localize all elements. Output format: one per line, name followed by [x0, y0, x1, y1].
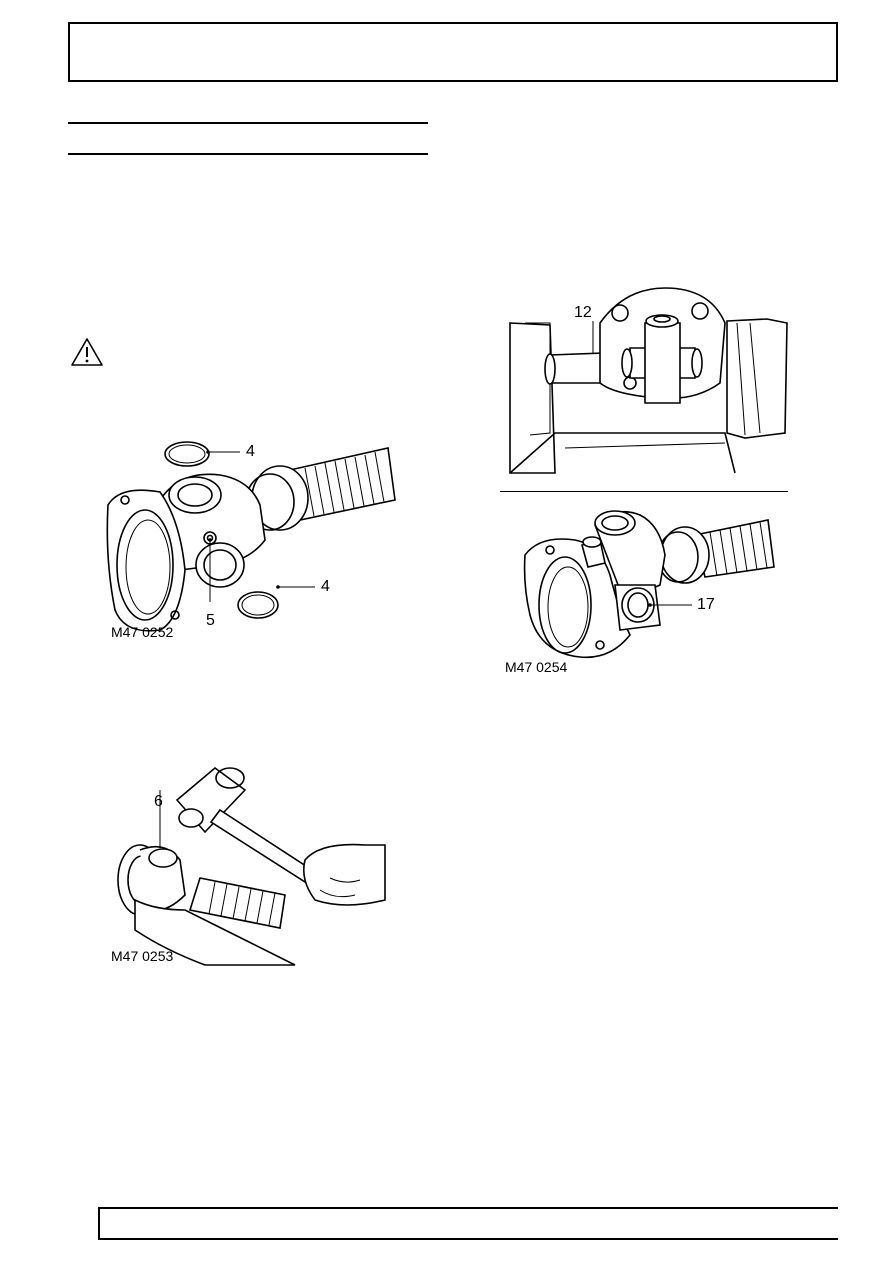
callout-12: 12: [574, 304, 592, 321]
callout-5: 5: [206, 612, 215, 629]
figure-code: M47 0253: [111, 948, 174, 964]
callout-4-top: 4: [246, 443, 255, 460]
joint-illustration-1: [106, 441, 396, 632]
vice-illustration: [509, 287, 788, 474]
figure-code: M47 0252: [111, 624, 174, 640]
section-rule-top: [68, 122, 428, 124]
warning-icon: [71, 338, 103, 366]
page-footer-box: [98, 1207, 838, 1240]
callout-4-bottom: 4: [321, 578, 330, 595]
section-rule-bottom: [68, 153, 428, 155]
joint-illustration-2: [523, 510, 775, 659]
callout-17: 17: [697, 596, 715, 613]
figure-divider: [500, 491, 788, 492]
callout-6: 6: [154, 793, 163, 810]
figure-code: M47 0254: [505, 659, 568, 675]
page-header-box: [68, 22, 838, 82]
hammer-illustration: [117, 766, 386, 966]
